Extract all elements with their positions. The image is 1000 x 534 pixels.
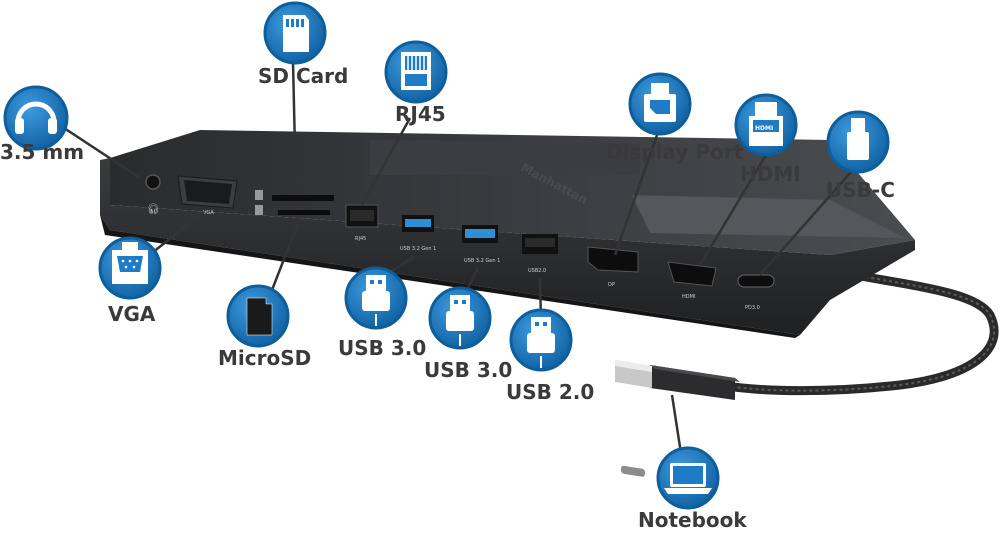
label-usb30-2: USB 3.0 [424,358,513,382]
label-microsd: MicroSD [218,346,312,370]
svg-text:HDMI: HDMI [755,125,773,132]
usb-c-port: PD3.0 [737,274,775,311]
card-slots [255,190,334,215]
label-usb30-1: USB 3.0 [338,336,427,360]
svg-text:DP: DP [608,282,615,288]
hdmi-port: HDMI [667,261,717,300]
audio-jack [145,174,161,190]
icon-hdmi: HDMI [734,93,798,157]
label-3-5mm: 3.5 mm [0,140,85,164]
icon-headphones [3,85,69,151]
label-hdmi: HDMI [740,162,801,186]
leader-lines [63,61,852,461]
svg-text:PD3.0: PD3.0 [745,305,760,311]
usb-c-icon [847,118,869,160]
microsd-icon [246,297,273,336]
label-rj45: RJ45 [395,102,446,126]
svg-text:RJ45: RJ45 [355,236,366,242]
label-usb20: USB 2.0 [506,380,595,404]
icon-rj45 [384,40,448,104]
icon-notebook [656,446,720,510]
vga-icon [112,242,148,284]
svg-text:🎧︎: 🎧︎ [147,203,160,215]
displayport-port: DP [587,246,639,288]
icon-usb-c [826,110,890,174]
ethernet-icon [401,52,431,90]
svg-text:USB2.0: USB2.0 [528,268,546,274]
usb-20-port: USB2.0 [522,234,558,274]
vga-port: VGA [177,175,238,216]
label-vga: VGA [108,302,156,326]
hdmi-icon: HDMI [749,102,783,146]
icon-usb30-b [428,286,492,350]
icon-displayport [628,72,692,136]
usb-a-icon [362,275,390,326]
icon-usb30-a [344,266,408,330]
svg-text:USB 3.2 Gen 1: USB 3.2 Gen 1 [464,258,500,264]
svg-text:USB 3.2 Gen 1: USB 3.2 Gen 1 [400,246,436,252]
usb-32-port-1: USB 3.2 Gen 1 [400,215,436,252]
icon-usb20 [509,308,573,372]
displayport-icon [644,83,676,122]
usb-a-icon [527,317,555,368]
usb-a-icon [446,295,474,346]
sd-card-icon [283,15,309,52]
icon-sd-card [263,1,327,65]
svg-text:VGA: VGA [203,210,214,216]
label-usb-c: USB-C [826,178,895,202]
label-display-port: Display Port [606,140,744,164]
headphones-icon [15,101,57,134]
svg-text:HDMI: HDMI [682,294,695,300]
laptop-icon [664,463,712,494]
usb-c-cable [615,265,999,477]
label-sd-card: SD Card [258,64,349,88]
docking-station: Manhattan 🎧︎ VGA RJ45 USB 3.2 Gen 1 [100,130,915,338]
usb-32-port-2: USB 3.2 Gen 1 [462,225,500,264]
icon-vga [98,236,162,300]
icon-microsd [226,284,290,348]
label-notebook: Notebook [638,508,747,532]
